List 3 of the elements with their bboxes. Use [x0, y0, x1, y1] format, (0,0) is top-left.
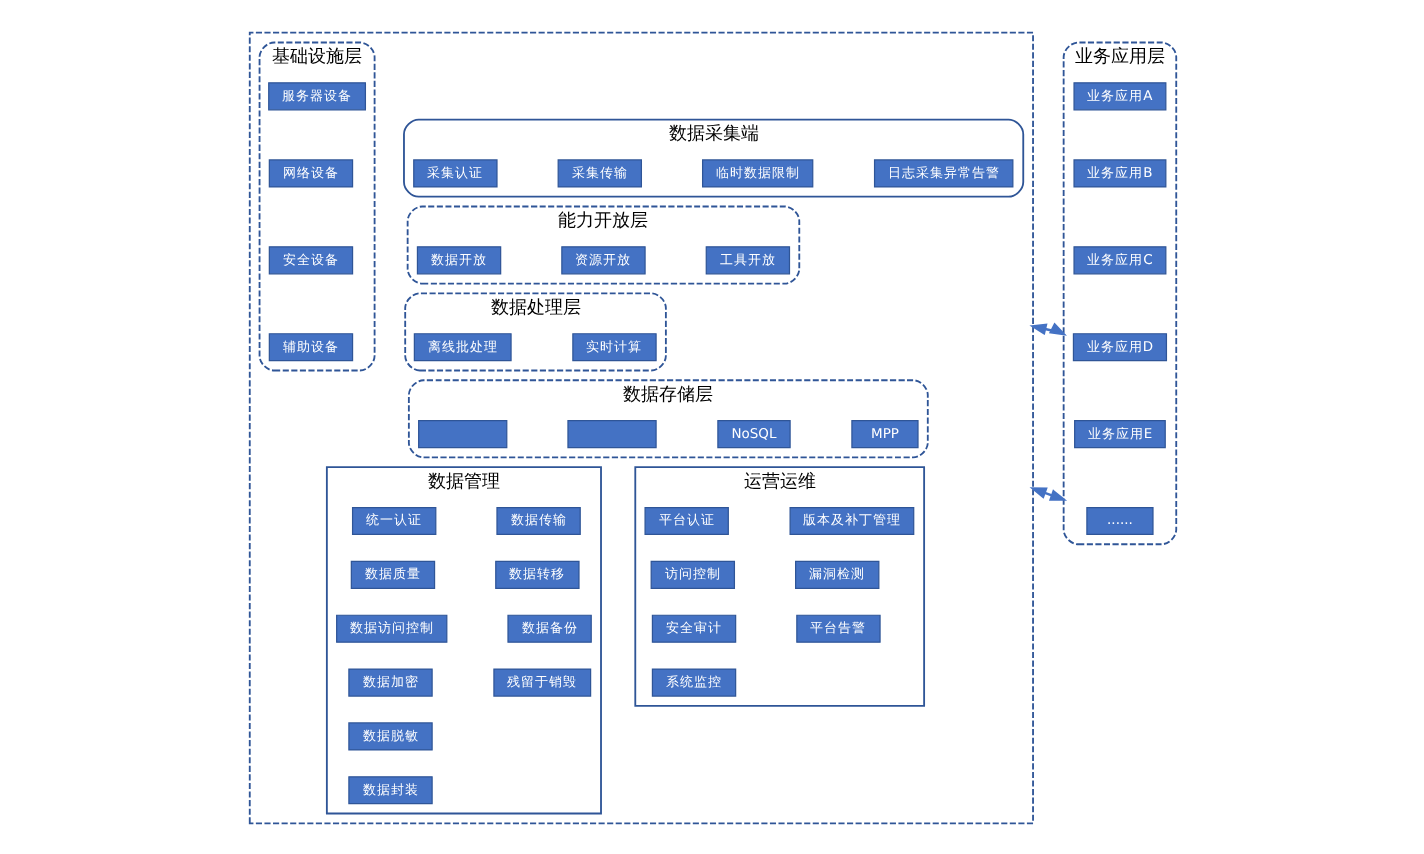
node-box	[417, 419, 507, 448]
node-box	[566, 419, 656, 448]
cluster	[247, 30, 1033, 824]
